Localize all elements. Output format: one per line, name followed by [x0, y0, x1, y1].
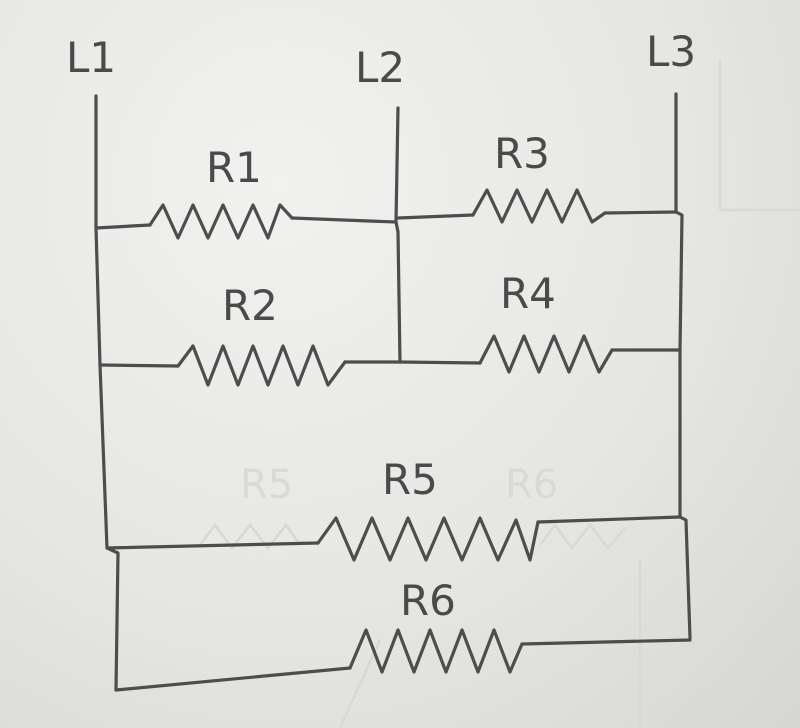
faded-label-r5: R5	[240, 462, 293, 508]
resistor-label-r1: R1	[206, 143, 262, 192]
resistor-r2	[176, 344, 347, 387]
wire-l1-bus	[94, 94, 120, 692]
resistor-r3	[471, 188, 607, 224]
faded-grid	[338, 60, 800, 728]
resistor-r1	[148, 203, 294, 240]
wire-r6-right	[520, 638, 692, 646]
wire-l3-bus	[674, 92, 692, 640]
resistor-r6	[348, 628, 524, 674]
wire-r4-left	[398, 360, 482, 365]
wire-r5-right	[536, 515, 682, 524]
faded-resistor-r5	[199, 522, 302, 551]
resistor-label-r4: R4	[500, 269, 556, 318]
wire-r1-left	[94, 223, 152, 230]
resistor-label-r6: R6	[400, 576, 456, 625]
wiring	[94, 92, 692, 692]
wire-r6-left	[114, 666, 352, 692]
bleed-through: R5 R6	[199, 60, 800, 728]
resistor-r4	[478, 334, 614, 374]
resistor-label-r5: R5	[382, 455, 438, 504]
resistor-label-r2: R2	[222, 281, 278, 330]
wire-r1-right	[290, 216, 398, 224]
resistor-r5	[316, 516, 540, 562]
wire-l2-bus	[394, 106, 402, 364]
resistor-label-r3: R3	[494, 129, 550, 178]
wire-r2-left	[98, 363, 180, 368]
line-label-l2: L2	[355, 43, 405, 92]
line-label-l1: L1	[66, 33, 116, 82]
wire-r3-left	[396, 213, 475, 220]
faded-label-r6: R6	[505, 462, 558, 508]
wire-r5-left	[105, 541, 320, 550]
line-label-l3: L3	[646, 27, 696, 76]
faded-resistor-r6	[539, 522, 626, 551]
wire-r3-right	[603, 210, 678, 215]
